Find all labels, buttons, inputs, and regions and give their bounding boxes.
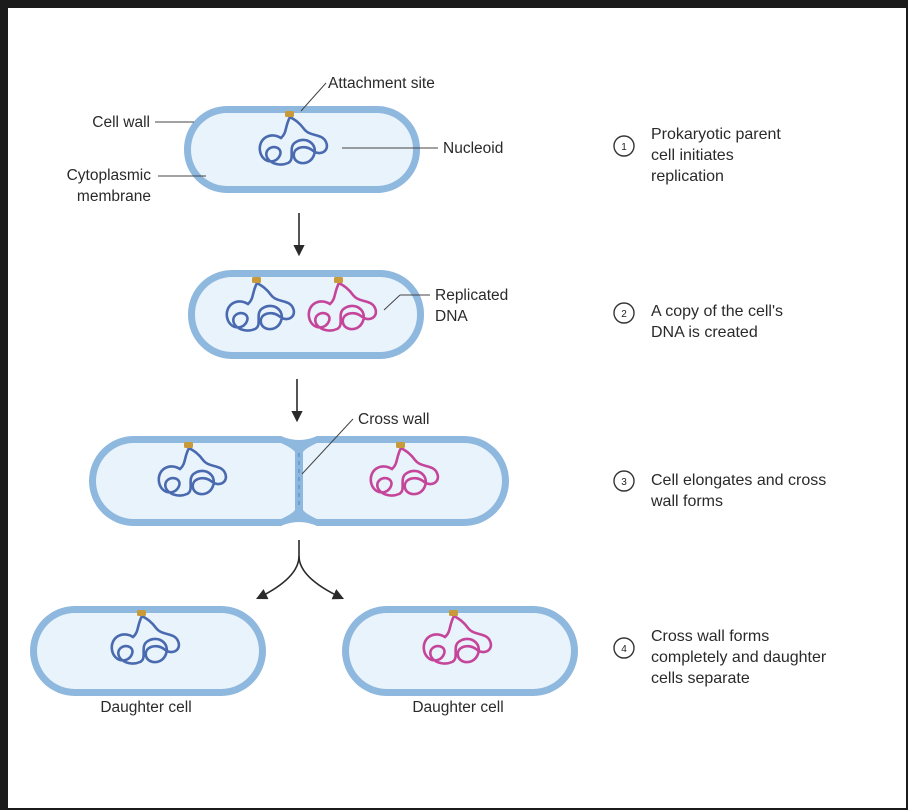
step-text-line: A copy of the cell's <box>651 303 783 320</box>
step-text-line: cell initiates <box>651 147 734 164</box>
step-text-line: DNA is created <box>651 324 758 341</box>
step-text-line: Cell elongates and cross <box>651 472 826 489</box>
diagram-frame: Attachment site Cell wall Cytoplasmic me… <box>8 8 906 808</box>
step-number-circle <box>613 637 635 659</box>
cell-wall-label: Cell wall <box>92 114 150 131</box>
attachment-site-pointer <box>300 82 327 112</box>
elongating-cell <box>89 436 509 526</box>
step-text-line: Prokaryotic parent <box>651 126 781 143</box>
cell-interior <box>37 613 259 689</box>
attachment-site-label: Attachment site <box>328 75 435 92</box>
step-number: 4 <box>621 644 627 655</box>
step-text-line: cells separate <box>651 670 750 687</box>
attachment-site-icon <box>396 442 405 448</box>
parent-cell <box>184 106 420 193</box>
cell-interior <box>349 613 571 689</box>
cell-interior <box>191 113 413 186</box>
replicating-cell <box>188 270 424 359</box>
step-text-line: completely and daughter <box>651 649 827 666</box>
attachment-site-icon <box>137 610 146 616</box>
cytoplasmic-membrane-label-line2: membrane <box>77 188 151 205</box>
attachment-site-icon <box>285 111 294 117</box>
step-number-circle <box>613 302 635 324</box>
split-arrow-right <box>298 555 345 600</box>
replicated-dna-pointer <box>383 294 401 311</box>
step-number: 1 <box>621 142 627 153</box>
cell-interior <box>195 277 417 352</box>
cross-wall-pointer <box>301 418 354 475</box>
cross-wall-label: Cross wall <box>358 411 429 428</box>
daughter-cell-right-label: Daughter cell <box>412 699 503 716</box>
step-text-line: Cross wall forms <box>651 628 769 645</box>
attachment-site-icon <box>334 277 343 283</box>
step-3: 3 Cell elongates and cross wall forms <box>613 470 826 510</box>
step-number-circle <box>613 470 635 492</box>
step-number-circle <box>613 135 635 157</box>
step-2: 2 A copy of the cell's DNA is created <box>613 302 783 341</box>
daughter-cell-left <box>30 606 266 696</box>
step-text-line: replication <box>651 168 724 185</box>
replicated-dna-label-line2: DNA <box>435 308 468 325</box>
step-text-line: wall forms <box>650 493 723 510</box>
daughter-cell-right <box>342 606 578 696</box>
replicated-dna-label-line1: Replicated <box>435 287 508 304</box>
step-number: 3 <box>621 477 627 488</box>
daughter-cell-left-label: Daughter cell <box>100 699 191 716</box>
step-4: 4 Cross wall forms completely and daught… <box>613 628 827 687</box>
binary-fission-diagram: Attachment site Cell wall Cytoplasmic me… <box>30 75 827 716</box>
attachment-site-icon <box>449 610 458 616</box>
step-number: 2 <box>621 309 627 320</box>
nucleoid-label: Nucleoid <box>443 140 503 157</box>
cytoplasmic-membrane-label-line1: Cytoplasmic <box>67 167 152 184</box>
attachment-site-icon <box>252 277 261 283</box>
split-arrow-left <box>255 540 300 600</box>
step-1: 1 Prokaryotic parent cell initiates repl… <box>613 126 781 185</box>
attachment-site-icon <box>184 442 193 448</box>
